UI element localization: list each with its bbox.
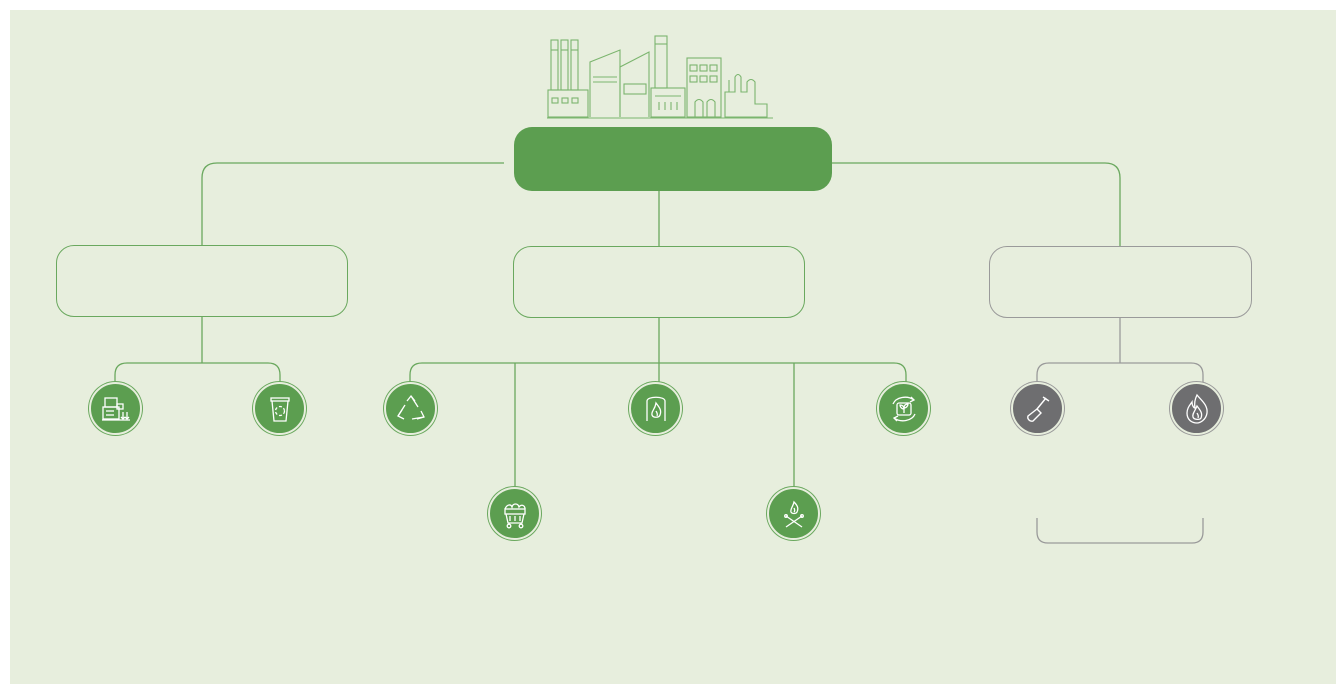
factory-skyline-icon bbox=[547, 35, 773, 119]
sorting-machine-node bbox=[89, 382, 142, 435]
root-node bbox=[514, 127, 832, 191]
sprout-cycle-node bbox=[877, 382, 930, 435]
connector-lines bbox=[114, 162, 1204, 544]
flames-icon bbox=[1185, 393, 1208, 424]
shovel-node bbox=[1011, 382, 1064, 435]
category-box-left bbox=[56, 245, 348, 317]
flame-container-node bbox=[629, 382, 682, 435]
category-box-center bbox=[513, 246, 805, 318]
recycle-arrows-node bbox=[384, 382, 437, 435]
fire-logs-icon bbox=[783, 500, 804, 528]
recycle-arrows-icon bbox=[396, 394, 425, 420]
category-box-right bbox=[989, 246, 1252, 318]
diagram-canvas bbox=[10, 10, 1336, 684]
fire-logs-node bbox=[767, 487, 820, 540]
sorting-machine-icon bbox=[101, 396, 130, 421]
flame-container-icon bbox=[645, 396, 666, 421]
flames-node bbox=[1170, 382, 1223, 435]
sprout-cycle-icon bbox=[891, 396, 916, 421]
waste-cart-node bbox=[488, 487, 541, 540]
waste-cart-icon bbox=[503, 502, 526, 528]
recycle-bin-node bbox=[253, 382, 306, 435]
recycle-bin-icon bbox=[269, 396, 290, 422]
shovel-icon bbox=[1026, 395, 1049, 422]
